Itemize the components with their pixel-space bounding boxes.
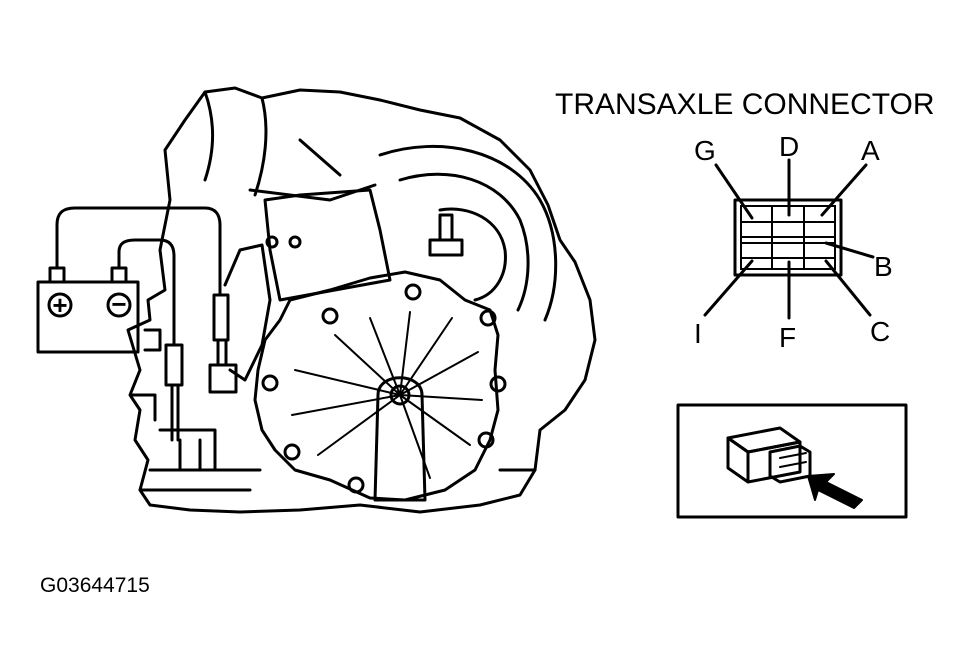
pin-label-f: F <box>779 322 796 353</box>
case-rib-upper <box>203 90 268 197</box>
cover-bolt <box>261 374 279 392</box>
inset-connector-front <box>726 436 750 484</box>
oil-pan-line <box>138 468 537 492</box>
cover-bolt <box>477 431 495 449</box>
converter-flange <box>438 207 507 302</box>
wiring-boss <box>223 243 272 382</box>
cover-bolt <box>283 443 301 461</box>
leader-c <box>824 259 872 317</box>
leader-a <box>820 163 868 217</box>
inset-face-line <box>779 461 807 468</box>
side-cover-plate <box>253 270 500 502</box>
cover-ribs <box>291 311 483 479</box>
case-bolt <box>265 235 279 249</box>
positive-symbol: + <box>52 290 67 320</box>
cover-center-boss <box>373 376 427 502</box>
pin-label-a: A <box>861 135 880 166</box>
positive-lead-wire <box>55 206 222 297</box>
negative-terminal <box>110 266 128 284</box>
leader-g <box>714 163 754 220</box>
positive-terminal <box>48 266 66 284</box>
case-center-panel <box>263 188 392 302</box>
leader-b <box>824 241 875 259</box>
negative-probe <box>164 343 184 442</box>
lower-case-detail <box>158 428 217 472</box>
cover-bolt <box>489 375 507 393</box>
inset-connector-side <box>746 440 802 484</box>
positive-symbol-ring <box>47 292 73 318</box>
left-bracket <box>130 328 162 422</box>
connector-pin-layout <box>703 158 875 320</box>
battery-body <box>36 280 140 354</box>
case-bolt <box>288 235 302 249</box>
cover-bolt <box>347 476 365 494</box>
connector-title: TRANSAXLE CONNECTOR <box>555 88 935 121</box>
pin-label-c: C <box>870 316 890 347</box>
transaxle-housing-outline <box>126 86 597 514</box>
pin-label-g: G <box>694 135 716 166</box>
bell-housing-inner <box>398 172 530 312</box>
negative-lead-wire <box>117 238 176 347</box>
cover-bolt <box>321 307 339 325</box>
pin-label-b: B <box>874 251 893 282</box>
bell-housing-rim <box>378 144 558 322</box>
cover-bolt <box>479 309 497 327</box>
figure-id: G03644715 <box>40 574 150 597</box>
leader-i <box>703 259 754 317</box>
inset-frame <box>676 403 908 519</box>
pin-label-d: D <box>779 131 799 162</box>
positive-probe-clip <box>208 363 238 394</box>
connector-view-inset <box>676 403 908 519</box>
breather-stub <box>428 213 464 257</box>
output-shaft-hole <box>389 384 411 406</box>
test-battery: + − <box>36 266 140 354</box>
inset-face-line <box>779 452 807 459</box>
positive-probe <box>212 293 230 367</box>
transaxle-assembly <box>126 86 597 514</box>
test-leads <box>55 206 238 442</box>
pin-label-i: I <box>694 318 702 349</box>
negative-symbol-ring <box>106 292 132 318</box>
negative-symbol: − <box>111 289 126 319</box>
view-direction-arrow <box>807 473 863 509</box>
cover-bolt <box>404 283 422 301</box>
